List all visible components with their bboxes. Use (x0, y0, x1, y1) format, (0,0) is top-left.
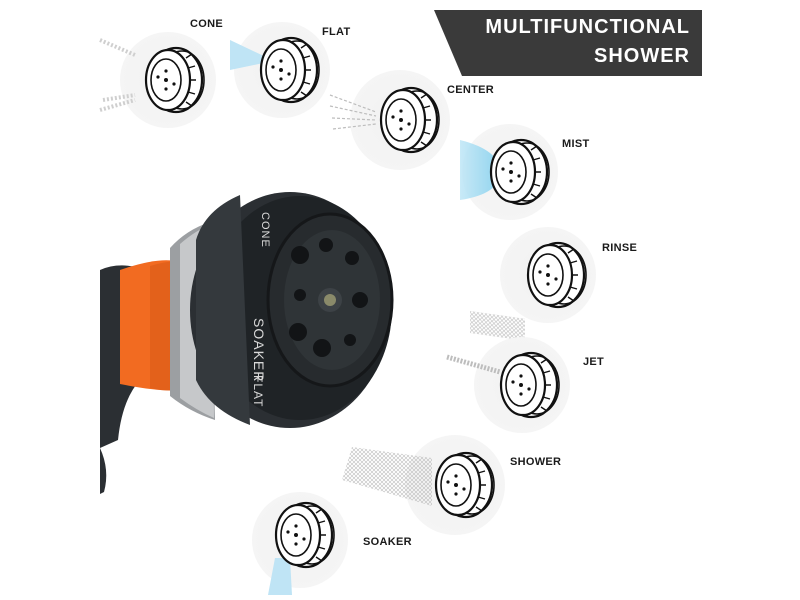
banner-title-line2: SHOWER (594, 45, 690, 67)
dial-text-cone: CONE (259, 212, 271, 248)
soaker-pattern-icon (252, 492, 348, 595)
label-mist: MIST (562, 138, 590, 150)
label-soaker: SOAKER (363, 536, 412, 548)
jet-pattern-icon (446, 337, 570, 433)
dial-text-flat: FLAT (251, 375, 265, 407)
banner-background (434, 10, 702, 76)
rinse-pattern-icon (470, 227, 596, 341)
hose-nozzle-photo: SOAKER FLAT CONE (100, 192, 394, 494)
center-pattern-icon (329, 70, 450, 170)
shower-pattern-icon (342, 435, 505, 535)
label-rinse: RINSE (602, 242, 638, 254)
label-jet: JET (583, 356, 605, 368)
label-cone: CONE (190, 18, 223, 30)
cone-pattern-icon (99, 32, 216, 128)
label-flat: FLAT (322, 26, 351, 38)
banner-title-line1: MULTIFUNCTIONAL (485, 16, 690, 38)
label-center: CENTER (447, 84, 495, 96)
dial-text-soaker: SOAKER (251, 318, 267, 382)
flat-pattern-icon (230, 22, 330, 118)
title-banner: MULTIFUNCTIONAL SHOWER (434, 10, 702, 76)
mist-pattern-icon (460, 124, 558, 220)
label-shower: SHOWER (510, 456, 562, 468)
